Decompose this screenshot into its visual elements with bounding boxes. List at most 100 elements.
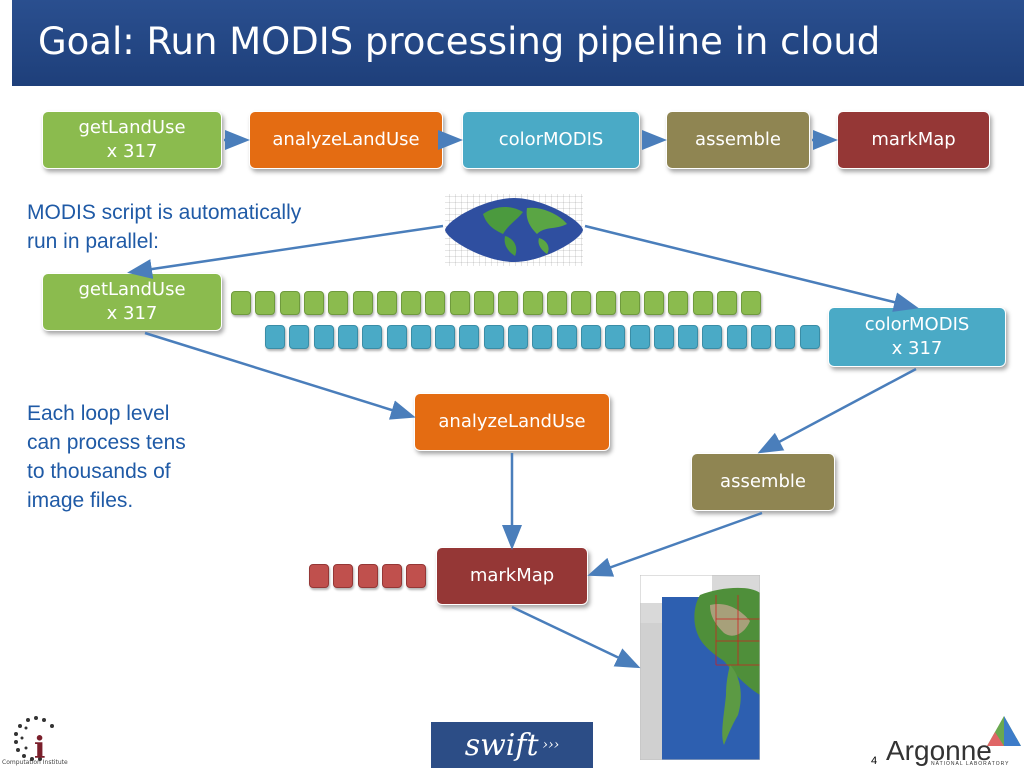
parallel-note-line1: MODIS script is automatically [27,201,302,224]
colormodis-task-square [313,325,334,349]
colormodis-task-square [386,325,407,349]
getlanduse-task-square [279,291,300,315]
loop-note-line1: Each loop level [27,402,170,425]
getlanduse-task-square [401,291,422,315]
parallel-note: MODIS script is automatically run in par… [27,198,301,256]
page-number: 4 [871,755,878,767]
argonne-logo-text: Argonne [886,735,992,766]
slide-title: Goal: Run MODIS processing pipeline in c… [38,20,881,63]
getlanduse-task-square [352,291,373,315]
arrow-colormodis-to-assemble [757,367,917,454]
colormodis-task-square [751,325,771,349]
analyzelanduse-label: analyzeLandUse [438,411,586,432]
top-assemble-label: assemble [695,129,781,150]
getlanduse-task-square [303,291,324,315]
getlanduse-box: getLandUse x 317 [42,273,222,331]
getlanduse-task-square [619,291,640,315]
colormodis-task-square [265,325,285,349]
colormodis-task-square [653,325,674,349]
colormodis-task-square [435,325,456,349]
getlanduse-task-square [546,291,567,315]
colormodis-task-square [362,325,383,349]
getlanduse-count: x 317 [106,303,158,324]
top-analyzelanduse-label: analyzeLandUse [272,129,420,150]
markmap-box: markMap [436,547,588,605]
top-colormodis-label: colorMODIS [498,129,604,150]
getlanduse-task-square [571,291,592,315]
getlanduse-task-square [328,291,349,315]
modis-map-thumbnail [443,190,585,268]
colormodis-task-square [459,325,480,349]
getlanduse-task-square [255,291,276,315]
markmap-label: markMap [469,565,555,586]
output-map-image [640,575,760,760]
markmap-task-square [406,564,427,588]
top-assemble-box: assemble [666,111,810,169]
top-getlanduse-count: x 317 [106,141,158,162]
colormodis-task-square [532,325,553,349]
parallel-note-line2: run in parallel: [27,230,159,253]
getlanduse-task-square [376,291,397,315]
colormodis-task-square [605,325,626,349]
top-getlanduse-box: getLandUse x 317 [42,111,222,169]
getlanduse-task-square [741,291,762,315]
arrow-getlanduse-to-analyze [144,331,416,420]
getlanduse-task-square [522,291,543,315]
getlanduse-task-square [449,291,470,315]
colormodis-task-square [580,325,601,349]
colormodis-task-square [483,325,504,349]
argonne-triangle-icon [987,716,1021,746]
top-getlanduse-label: getLandUse [78,117,186,138]
assemble-label: assemble [720,471,806,492]
getlanduse-task-square [231,291,251,315]
colormodis-task-square [678,325,699,349]
colormodis-task-square [289,325,310,349]
title-bar [12,0,1024,86]
loop-note: Each loop level can process tens to thou… [27,399,186,515]
loop-note-line3: to thousands of [27,460,171,483]
getlanduse-task-square [668,291,689,315]
top-analyzelanduse-box: analyzeLandUse [249,111,443,169]
colormodis-task-square [726,325,747,349]
arrow-markmap-to-map [511,605,641,669]
colormodis-count: x 317 [891,338,943,359]
arrow-assemble-to-markmap [587,511,763,577]
colormodis-task-square [410,325,431,349]
getlanduse-task-square [474,291,494,315]
getlanduse-task-square [692,291,713,315]
swift-logo-mark: ››› [542,737,560,753]
swift-logo-text: swift [464,727,539,763]
computation-institute-caption: Computation Institute [2,759,68,766]
arrow-map-to-getlanduse [127,224,444,279]
svg-text:i: i [34,731,45,766]
getlanduse-task-square [717,291,737,315]
markmap-task-square [381,564,402,588]
markmap-task-square [333,564,354,588]
computation-institute-logo: i [14,716,54,766]
getlanduse-task-square [644,291,665,315]
arrow-map-to-colormodis [584,224,919,312]
assemble-box: assemble [691,453,835,511]
loop-note-line4: image files. [27,489,134,512]
top-markmap-box: markMap [837,111,990,169]
colormodis-task-square [799,325,820,349]
analyzelanduse-box: analyzeLandUse [414,393,610,451]
getlanduse-label: getLandUse [78,279,186,300]
getlanduse-task-square [595,291,616,315]
loop-note-line2: can process tens [27,431,186,454]
top-colormodis-box: colorMODIS [462,111,640,169]
colormodis-task-square [702,325,723,349]
colormodis-label: colorMODIS [864,314,970,335]
colormodis-task-square [629,325,650,349]
colormodis-task-square [337,325,358,349]
colormodis-task-square [508,325,528,349]
markmap-task-square [357,564,378,588]
getlanduse-task-square [498,291,519,315]
markmap-task-square [309,564,329,588]
argonne-logo-subtitle: NATIONAL LABORATORY [931,761,1010,767]
colormodis-task-square [556,325,577,349]
top-markmap-label: markMap [871,129,956,150]
colormodis-task-square [775,325,796,349]
getlanduse-task-square [425,291,446,315]
